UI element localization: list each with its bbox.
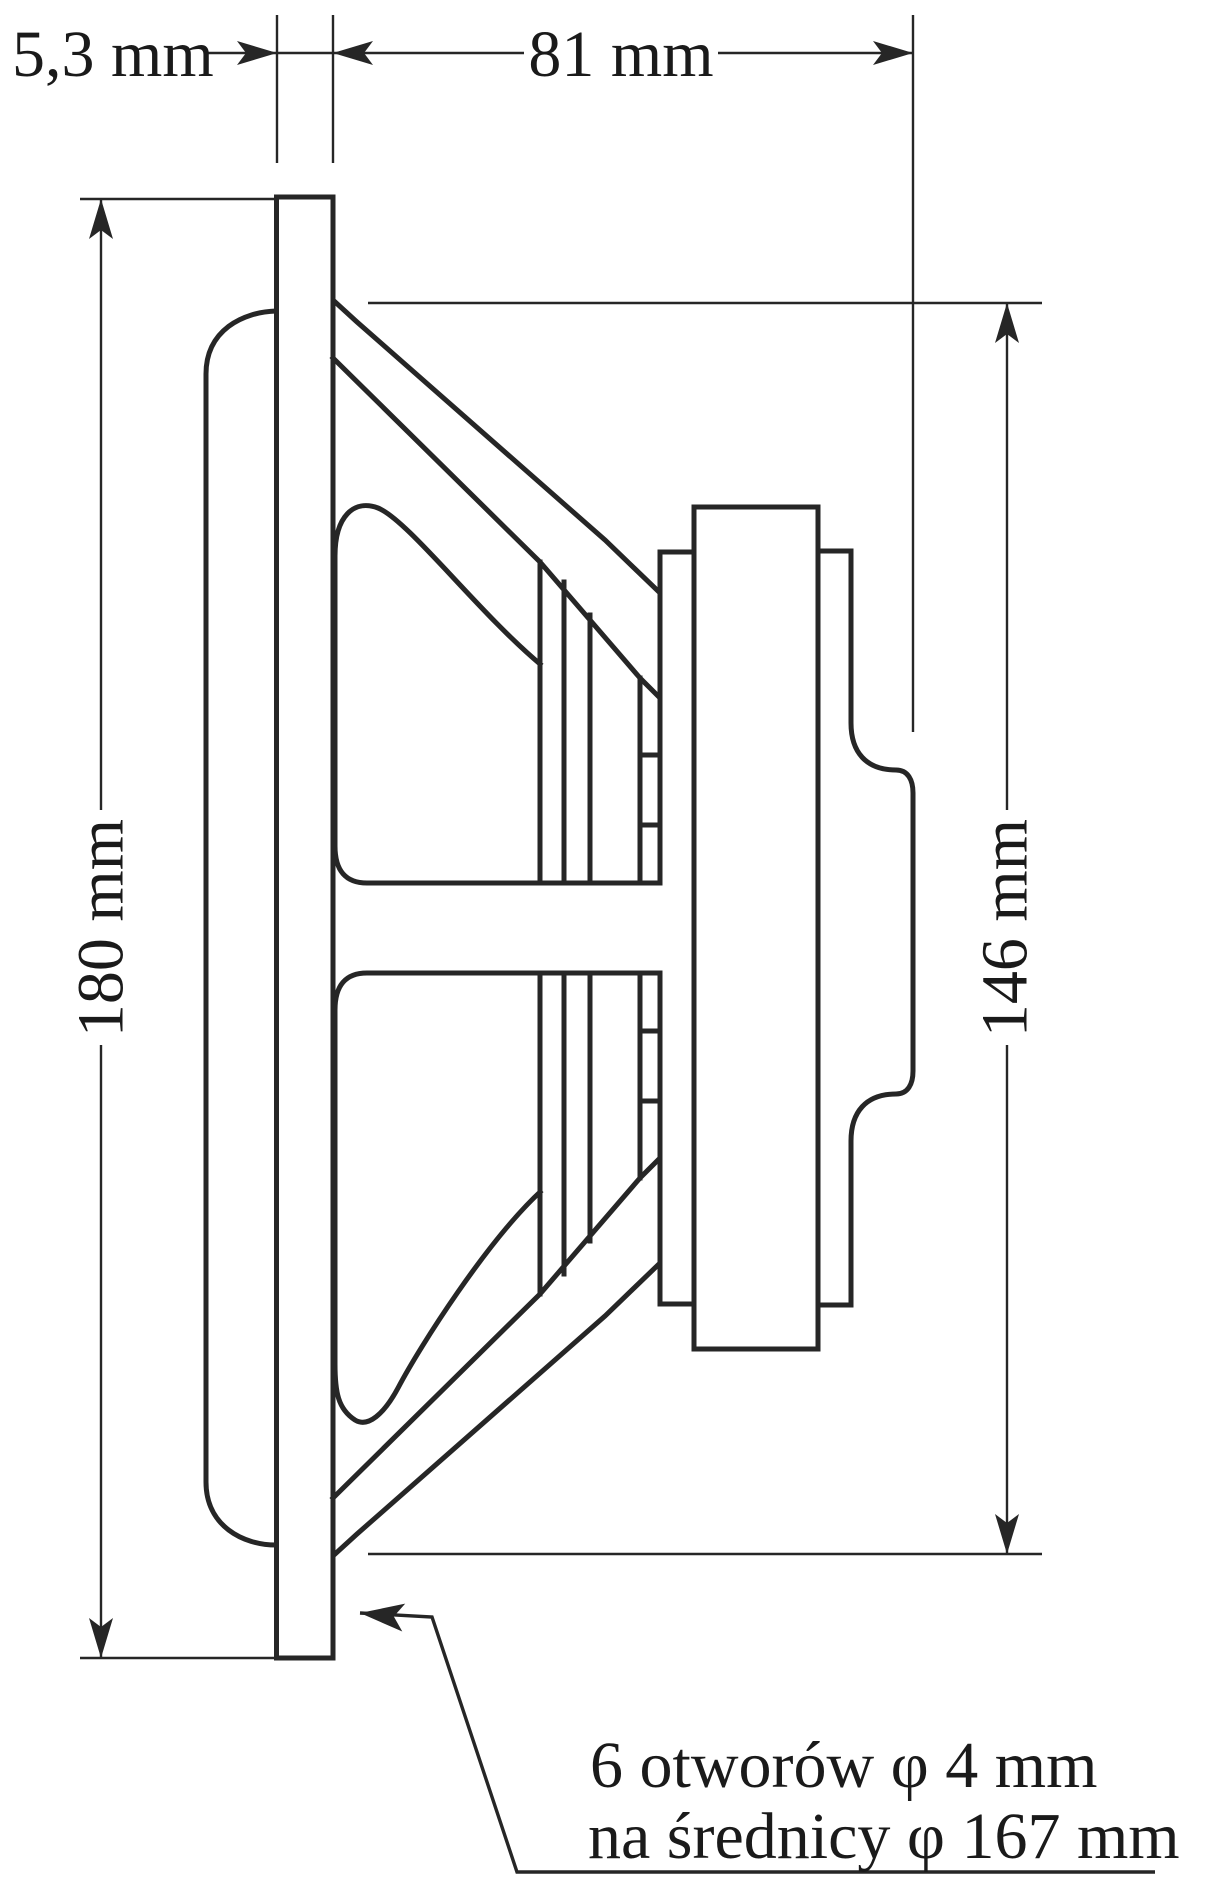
arrowhead-icon — [873, 41, 913, 65]
extension-lines — [368, 301, 1042, 1556]
basket-leg-bottom — [330, 1260, 663, 1559]
arrowhead-icon — [360, 1603, 406, 1632]
flange-thickness-label: 5,3 mm — [12, 18, 214, 91]
dimension-flange-thickness: 5,3 mm — [12, 15, 335, 163]
dimension-overall-diameter: 180 mm — [65, 197, 276, 1660]
arrowhead-icon — [995, 303, 1019, 343]
mounting-flange — [274, 194, 336, 1661]
holes-note-line1: 6 otworów φ 4 mm — [590, 1729, 1097, 1802]
holes-note-line2: na średnicy φ 167 mm — [588, 1800, 1180, 1873]
voice-coil-ticks — [637, 752, 663, 1104]
dimension-rear-diameter: 146 mm — [368, 301, 1042, 1556]
overall-diameter-label: 180 mm — [65, 819, 138, 1037]
surround-bulge — [203, 308, 279, 1548]
front-plate — [657, 549, 697, 1307]
arrowhead-icon — [89, 1618, 113, 1658]
magnet — [691, 504, 821, 1352]
mounting-depth-label: 81 mm — [528, 18, 713, 91]
dimension-mounting-depth: 81 mm — [333, 15, 915, 732]
rear-diameter-label: 146 mm — [969, 819, 1042, 1037]
cone-top-line — [329, 354, 663, 701]
dust-cap-bottom — [332, 970, 661, 1425]
arrowhead-icon — [995, 1514, 1019, 1554]
dust-cap-top — [332, 503, 661, 886]
arrowhead-icon — [333, 41, 373, 65]
extension-lines — [80, 197, 276, 1660]
speaker-outline — [203, 194, 916, 1661]
basket-leg-top — [330, 297, 663, 596]
cone-bottom-line — [329, 1155, 663, 1502]
leader-line — [359, 1611, 1155, 1874]
back-plate — [815, 548, 916, 1308]
voice-coil-former-lines — [537, 559, 643, 1297]
arrowhead-icon — [237, 41, 277, 65]
arrowhead-icon — [89, 199, 113, 239]
extension-lines — [275, 15, 335, 163]
mounting-holes-note: 6 otworów φ 4 mm na średnicy φ 167 mm — [359, 1603, 1180, 1874]
